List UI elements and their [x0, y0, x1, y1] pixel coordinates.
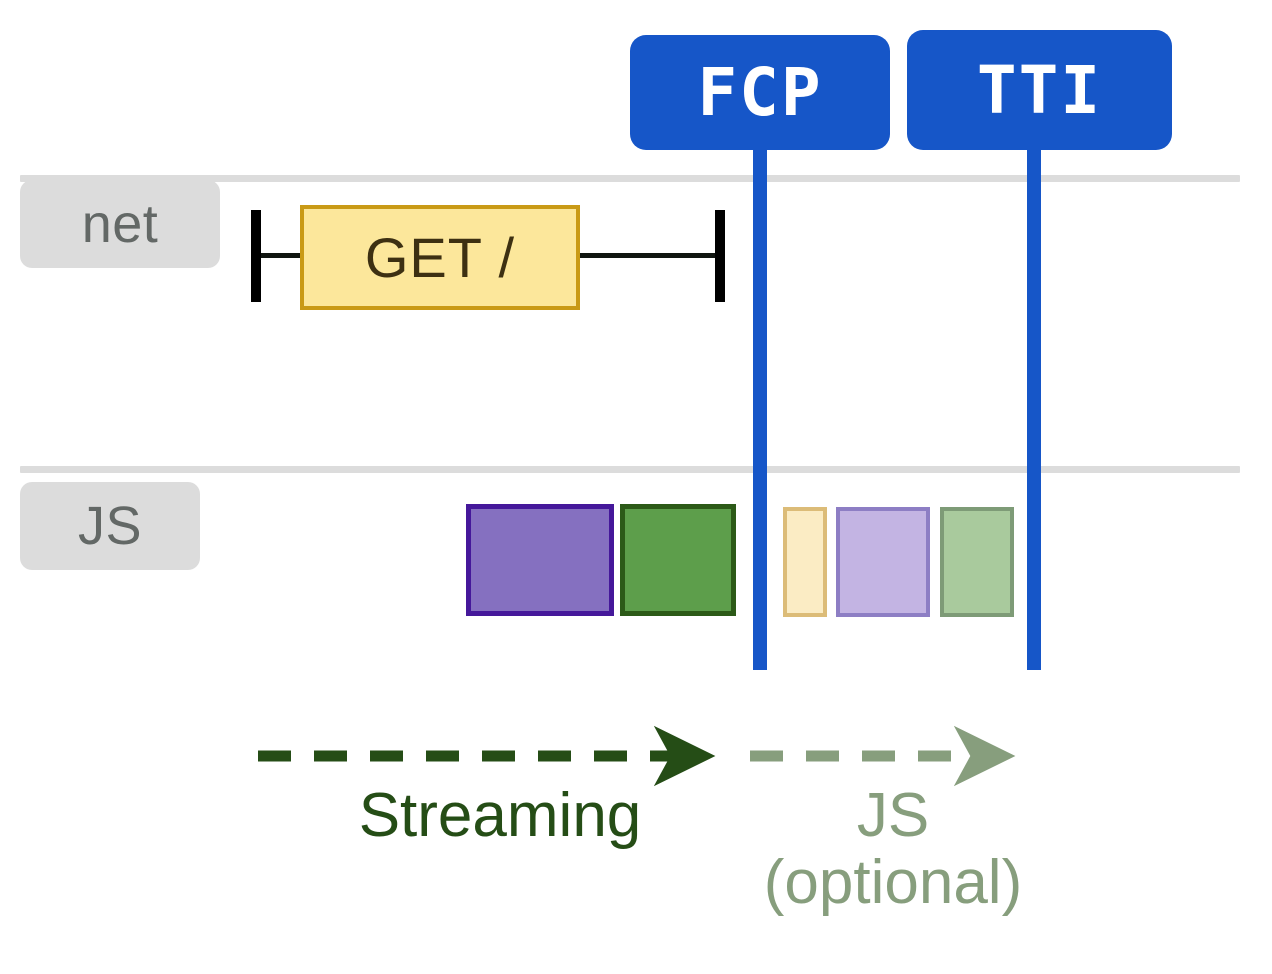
marker-line-fcp	[753, 140, 767, 670]
marker-badge-fcp[interactable]: FCP	[630, 35, 890, 150]
request-whisker-right	[576, 253, 722, 258]
js-task-block-optional[interactable]	[783, 507, 827, 617]
phase-caption-js-optional: JS (optional)	[688, 781, 1098, 917]
phase-caption-streaming: Streaming	[200, 781, 800, 850]
marker-badge-fcp-label: FCP	[697, 54, 823, 131]
request-cap-start	[251, 210, 261, 302]
js-task-block-optional[interactable]	[836, 507, 930, 617]
js-task-block-optional[interactable]	[940, 507, 1014, 617]
request-box-label: GET /	[364, 226, 516, 289]
phase-caption-js-optional-line2: (optional)	[763, 847, 1023, 917]
phase-caption-streaming-text: Streaming	[358, 781, 642, 850]
js-task-block[interactable]	[466, 504, 614, 616]
phase-caption-js-optional-line1: JS	[856, 781, 930, 850]
phase-arrow-streaming	[258, 725, 1016, 787]
js-task-block[interactable]	[620, 504, 736, 616]
marker-line-tti	[1027, 140, 1041, 670]
marker-badge-tti-label: TTI	[976, 51, 1103, 129]
marker-badge-tti[interactable]: TTI	[907, 30, 1172, 150]
row-label-net-text: net	[81, 194, 159, 254]
js-track-line	[20, 466, 1240, 473]
net-track-line	[20, 175, 1240, 182]
row-label-js-text: JS	[77, 496, 143, 556]
request-cap-end	[715, 210, 725, 302]
row-label-js: JS	[20, 482, 200, 570]
request-whisker-left	[251, 253, 307, 258]
row-label-net: net	[20, 180, 220, 268]
request-box-get-root[interactable]: GET /	[300, 205, 580, 310]
